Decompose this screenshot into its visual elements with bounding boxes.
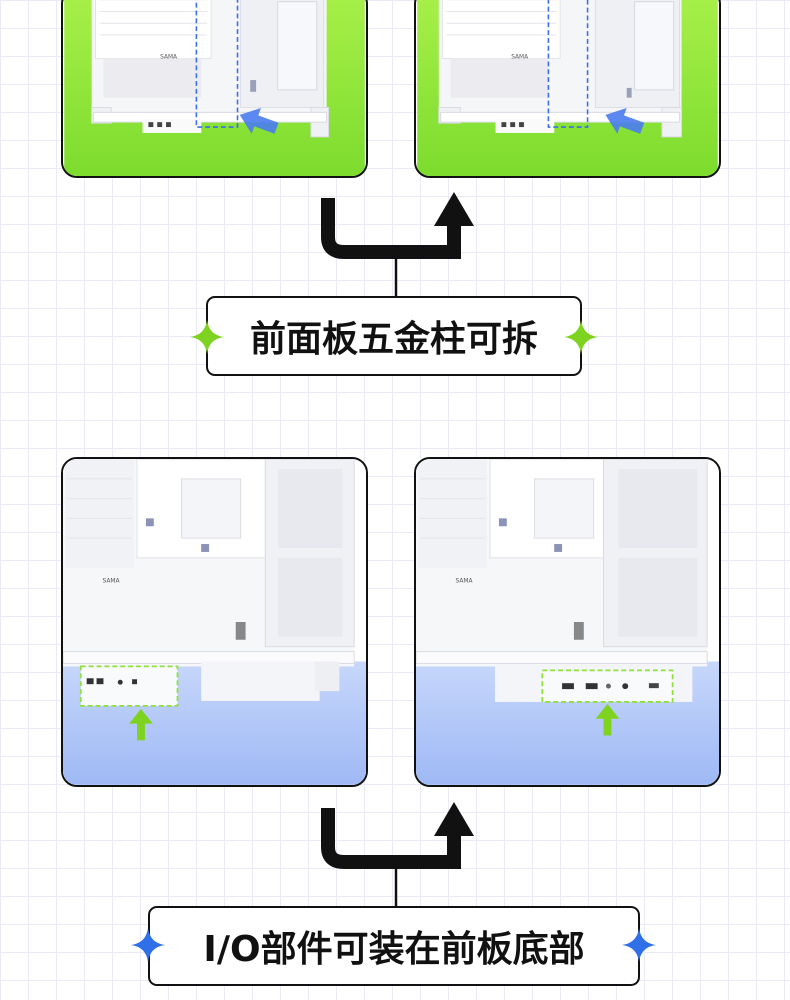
section2-panel-right: SAMA <box>414 457 721 787</box>
caption-box-2: I/O部件可装在前板底部 <box>148 906 640 986</box>
case-logo-text: SAMA <box>102 579 119 585</box>
sparkle-icon <box>131 928 165 962</box>
sparkle-icon <box>564 320 598 354</box>
hook-arrow-icon <box>321 802 474 908</box>
section2-panel-left: SAMA <box>61 457 368 787</box>
blue-arrow-icon <box>239 107 279 134</box>
section1-panel-right: SAMA <box>414 0 721 178</box>
case-logo-text: SAMA <box>160 55 177 61</box>
green-arrow-icon <box>129 708 153 741</box>
section1-panel-left: SAMA <box>61 0 368 178</box>
caption-box-1: 前面板五金柱可拆 <box>206 296 582 376</box>
sparkle-icon <box>622 928 656 962</box>
case-photo-blue-right: SAMA <box>416 459 719 785</box>
case-photo-green-right: SAMA <box>417 0 718 176</box>
green-arrow-icon <box>595 703 620 736</box>
case-photo-green-left: SAMA <box>64 0 365 176</box>
caption-text: I/O部件可装在前板底部 <box>203 929 585 970</box>
case-photo-blue-left: SAMA <box>63 459 366 785</box>
blue-arrow-icon <box>605 107 645 134</box>
caption-text: 前面板五金柱可拆 <box>249 319 538 360</box>
case-logo-text: SAMA <box>511 55 528 61</box>
hook-arrow-icon <box>321 192 474 300</box>
case-logo-text: SAMA <box>455 579 472 585</box>
sparkle-icon <box>190 320 224 354</box>
